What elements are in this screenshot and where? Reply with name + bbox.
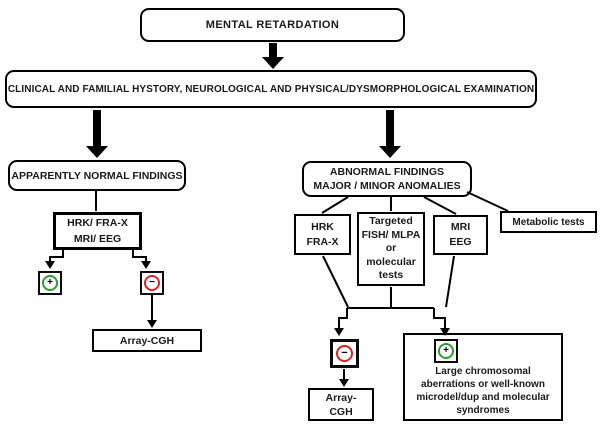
minus-icon: − bbox=[336, 345, 353, 362]
connector-hrk-down bbox=[322, 255, 349, 308]
negative-result-symbol-left: − bbox=[140, 271, 164, 295]
arrowhead-to-minus-right bbox=[334, 328, 344, 336]
node-hrk-frax-mri-eeg: HRK/ FRA-X MRI/ EEG bbox=[53, 212, 142, 250]
plus-icon: + bbox=[42, 275, 58, 291]
node-mental-retardation: MENTAL RETARDATION bbox=[140, 8, 405, 42]
arrowhead-to-arraycgh-left bbox=[147, 320, 157, 328]
connector-abnormal-to-hrk bbox=[321, 196, 349, 214]
connector-tests-to-plus bbox=[49, 250, 64, 262]
connector-mri-down bbox=[445, 255, 455, 308]
arrowhead-to-minus-left bbox=[141, 261, 151, 269]
thick-arrow-exam-to-abnormal bbox=[379, 110, 401, 158]
connector-bus-to-plus bbox=[433, 308, 446, 328]
node-mri-eeg: MRI EEG bbox=[433, 215, 488, 255]
node-abnormal-findings: ABNORMAL FINDINGS MAJOR / MINOR ANOMALIE… bbox=[302, 161, 472, 197]
arrowhead-to-arraycgh-right bbox=[339, 379, 349, 387]
thick-arrow-root-to-exam bbox=[262, 43, 284, 69]
node-targeted-tests: Targeted FISH/ MLPA or molecular tests bbox=[357, 212, 425, 286]
connector-abnormal-to-metabolic bbox=[466, 191, 509, 212]
connector-abnormal-to-mri bbox=[423, 196, 457, 215]
negative-result-symbol-right: − bbox=[330, 339, 359, 368]
thick-arrow-exam-to-normal bbox=[86, 110, 108, 158]
node-positive-outcome: Large chromosomal aberrations or well-kn… bbox=[403, 333, 563, 421]
node-metabolic-tests: Metabolic tests bbox=[500, 211, 597, 233]
positive-result-symbol-left: + bbox=[38, 271, 62, 295]
plus-icon: + bbox=[438, 343, 454, 359]
node-array-cgh-left: Array-CGH bbox=[92, 329, 202, 352]
positive-outcome-text: Large chromosomal aberrations or well-kn… bbox=[416, 366, 550, 416]
node-hrk-frax-right: HRK FRA-X bbox=[294, 214, 351, 255]
arrowhead-to-plus-left bbox=[45, 261, 55, 269]
connector-bus-to-minus bbox=[338, 308, 348, 328]
minus-icon: − bbox=[144, 275, 160, 291]
node-apparently-normal-findings: APPARENTLY NORMAL FINDINGS bbox=[8, 160, 186, 191]
node-array-cgh-right: Array- CGH bbox=[308, 388, 374, 421]
connector-tests-to-minus bbox=[132, 250, 147, 262]
node-clinical-examination: CLINICAL AND FAMILIAL HYSTORY, NEUROLOGI… bbox=[5, 70, 537, 108]
positive-result-symbol-right: + bbox=[434, 339, 458, 363]
